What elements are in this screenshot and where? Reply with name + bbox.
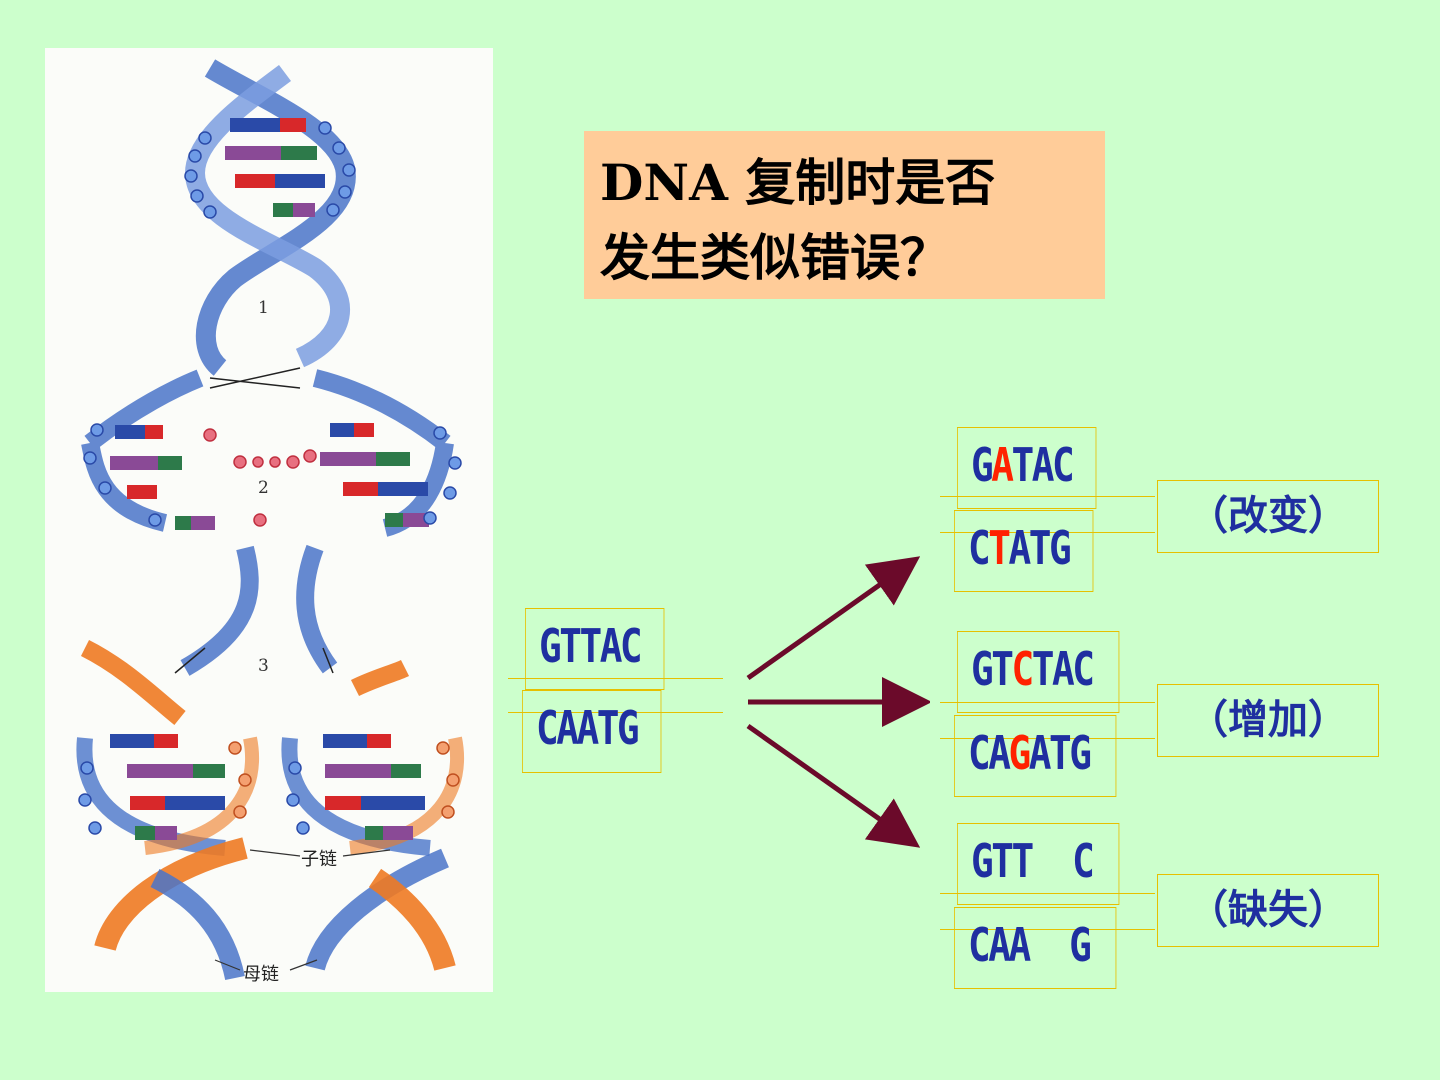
guide-line: [940, 929, 1155, 930]
arrow-to-substitution: [746, 556, 921, 681]
stage-label-2: 2: [258, 478, 269, 498]
daughter-chain-label: 子链: [301, 849, 337, 870]
guide-line: [508, 678, 723, 679]
dna-replication-figure: 1 2 3 子链 母链: [45, 48, 493, 992]
substitution-bottom-strand: CTATG: [954, 510, 1094, 592]
substitution-label: （改变）: [1157, 480, 1379, 553]
insertion-top-strand: GTCTAC: [957, 631, 1120, 713]
guide-line: [940, 496, 1155, 497]
question-box: DNA 复制时是否 发生类似错误？: [584, 131, 1105, 299]
original-bottom-strand: CAATG: [522, 690, 662, 773]
deletion-top-strand: GTT C: [957, 823, 1120, 905]
dna-illustration: [76, 59, 465, 981]
arrow-to-deletion: [746, 723, 921, 848]
stage-3-daughter-helices: [76, 639, 465, 981]
stage-label-3: 3: [258, 656, 269, 676]
question-line-2: 发生类似错误？: [600, 228, 950, 287]
insertion-bottom-strand: CAGATG: [954, 715, 1117, 797]
parent-chain-label: 母链: [243, 964, 279, 985]
guide-line: [940, 738, 1155, 739]
mutation-arrows: [746, 556, 930, 848]
guide-line: [940, 532, 1155, 533]
guide-line: [508, 712, 723, 713]
insertion-label: （增加）: [1157, 684, 1379, 757]
substitution-top-strand: GATAC: [957, 427, 1097, 509]
deletion-label: （缺失）: [1157, 874, 1379, 947]
stage-2-unwinding: [81, 369, 462, 537]
guide-line: [940, 893, 1155, 894]
original-top-strand: GTTAC: [525, 608, 665, 690]
guide-line: [940, 702, 1155, 703]
stage-label-1: 1: [258, 298, 269, 318]
deletion-bottom-strand: CAA G: [954, 907, 1117, 989]
stage-1-helix: [184, 59, 356, 376]
question-line-1: DNA 复制时是否: [600, 153, 996, 212]
